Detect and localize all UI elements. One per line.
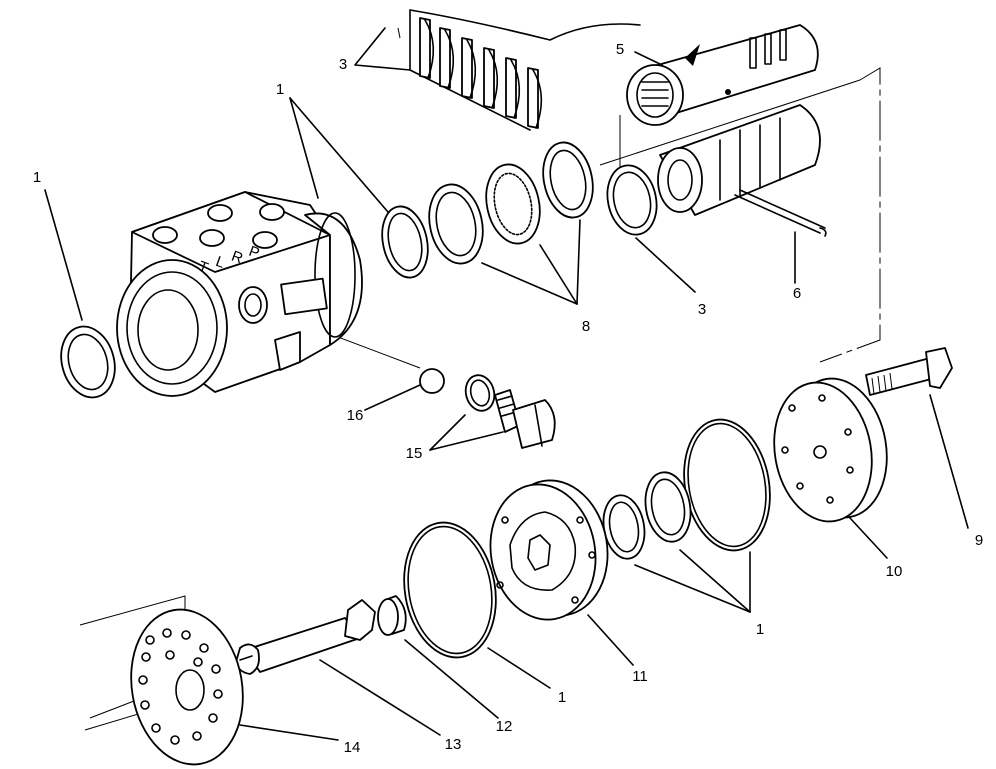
callout-labels: 3 1 1 5 8 3 6 16 15 9 10 1 11 1 12 13 14 <box>33 41 983 756</box>
callout-3-spacers: 3 <box>339 56 347 73</box>
sleeve-spool-assembly <box>626 24 827 237</box>
callout-6: 6 <box>793 285 801 302</box>
callout-12: 12 <box>496 718 513 735</box>
cap-screw <box>865 347 953 396</box>
callout-1-upper: 1 <box>276 81 284 98</box>
callout-16: 16 <box>347 407 364 424</box>
o-ring-lower <box>403 521 497 659</box>
seal-rings-upper <box>381 141 658 279</box>
callout-1-left: 1 <box>33 169 41 186</box>
callout-15: 15 <box>406 445 423 462</box>
drive-shaft <box>235 599 376 675</box>
lower-seal-rings <box>602 418 771 560</box>
spacer-plate-stack <box>409 9 641 131</box>
callout-13: 13 <box>445 736 462 753</box>
spacer <box>377 595 407 636</box>
callout-9: 9 <box>975 532 983 549</box>
callout-14: 14 <box>344 739 361 756</box>
wear-plate <box>130 608 244 766</box>
end-cap <box>773 377 888 523</box>
check-ball-and-plug <box>419 368 556 449</box>
leader-lines <box>44 27 969 741</box>
callout-1-o-ring: 1 <box>558 689 566 706</box>
gerotor-set <box>489 479 609 621</box>
callout-3-ring: 3 <box>698 301 706 318</box>
callout-5: 5 <box>616 41 624 58</box>
valve-housing: T L R P <box>116 191 363 397</box>
callout-1-lower-right: 1 <box>756 621 764 638</box>
callout-10: 10 <box>886 563 903 580</box>
callout-11: 11 <box>632 668 648 685</box>
callout-8: 8 <box>582 318 590 335</box>
left-seal-ring <box>60 325 116 399</box>
